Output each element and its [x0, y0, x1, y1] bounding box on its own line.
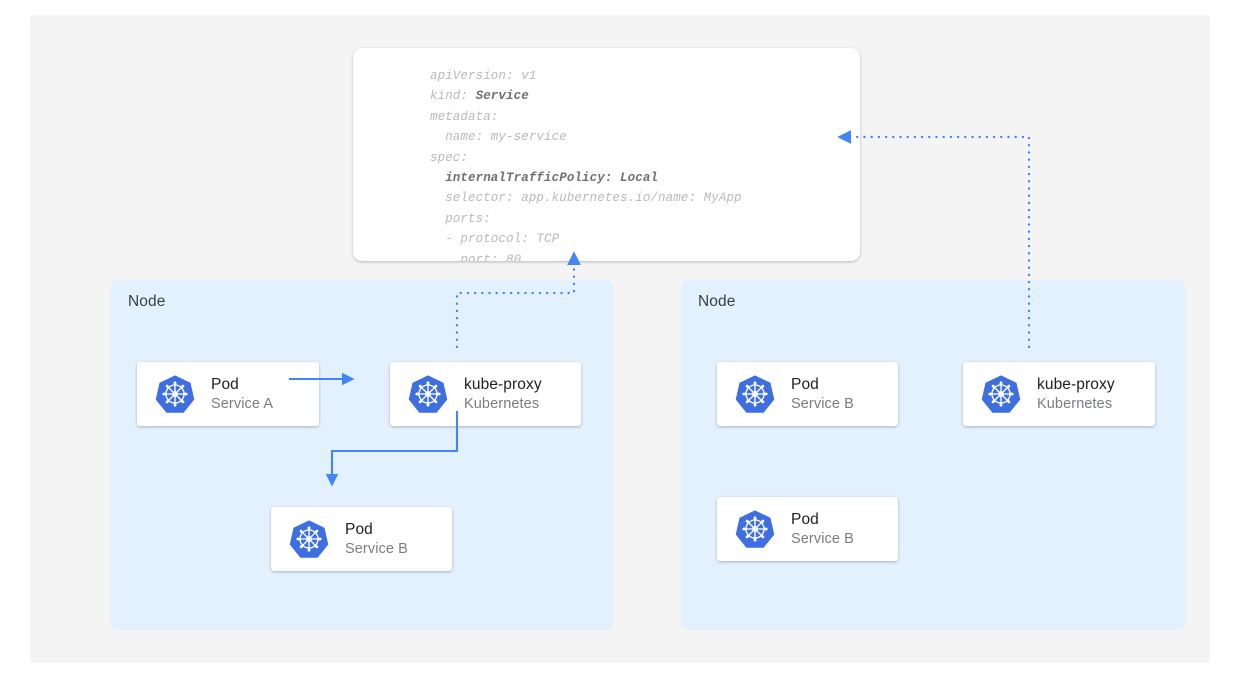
card-title: Pod: [345, 520, 373, 538]
card-pod-service-b-right-bottom[interactable]: Pod Service B: [717, 497, 898, 561]
kubernetes-icon: [155, 374, 195, 414]
card-title: kube-proxy: [1037, 375, 1115, 393]
node-right: Node: [681, 280, 1185, 630]
card-kube-proxy-right[interactable]: kube-proxy Kubernetes: [963, 362, 1155, 426]
card-title: Pod: [791, 375, 819, 393]
card-title: Pod: [791, 510, 819, 528]
card-pod-service-b-right-top[interactable]: Pod Service B: [717, 362, 898, 426]
card-subtitle: Service B: [791, 395, 854, 412]
kubernetes-icon: [735, 509, 775, 549]
node-left: Node: [111, 280, 613, 630]
card-subtitle: Service A: [211, 395, 274, 412]
card-pod-service-b-left[interactable]: Pod Service B: [271, 507, 452, 571]
card-pod-service-a[interactable]: Pod Service A: [137, 362, 319, 426]
kubernetes-icon: [408, 374, 448, 414]
kubernetes-icon: [981, 374, 1021, 414]
card-subtitle: Service B: [345, 540, 408, 557]
node-right-label: Node: [698, 293, 736, 310]
card-title: Pod: [211, 375, 239, 393]
card-subtitle: Service B: [791, 530, 854, 547]
card-kube-proxy-left[interactable]: kube-proxy Kubernetes: [390, 362, 581, 426]
card-subtitle: Kubernetes: [464, 395, 540, 412]
node-left-label: Node: [128, 293, 166, 310]
kubernetes-icon: [289, 519, 329, 559]
card-subtitle: Kubernetes: [1037, 395, 1113, 412]
kubernetes-icon: [735, 374, 775, 414]
card-title: kube-proxy: [464, 375, 542, 393]
